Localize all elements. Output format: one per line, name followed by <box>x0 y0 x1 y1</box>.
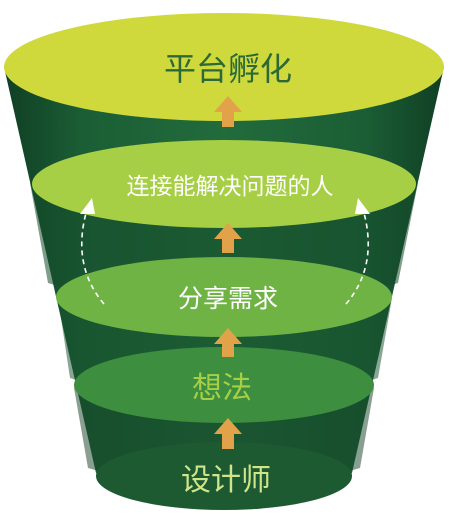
level-3-label: 分享需求 <box>178 284 278 313</box>
level-1-label: 平台孵化 <box>164 50 292 88</box>
level-1-ellipse <box>4 13 444 121</box>
level-3-ellipse <box>56 257 392 337</box>
arrowhead-right-icon <box>355 198 370 214</box>
arrowhead-left-icon <box>80 198 95 214</box>
dashed-curve-left <box>80 205 105 305</box>
level-5-ellipse <box>96 442 352 510</box>
arrow-up-icon <box>214 96 242 127</box>
level-4-label: 想法 <box>192 371 252 406</box>
level-5-label: 设计师 <box>181 463 271 498</box>
level-4-ellipse <box>74 347 374 423</box>
level-2-ellipse <box>32 140 416 228</box>
dashed-curve-right <box>345 205 370 305</box>
level-2-label: 连接能解决问题的人 <box>127 174 334 200</box>
arrow-up-icon <box>214 328 242 357</box>
arrow-up-icon <box>214 223 242 253</box>
arrow-up-icon <box>214 418 242 449</box>
